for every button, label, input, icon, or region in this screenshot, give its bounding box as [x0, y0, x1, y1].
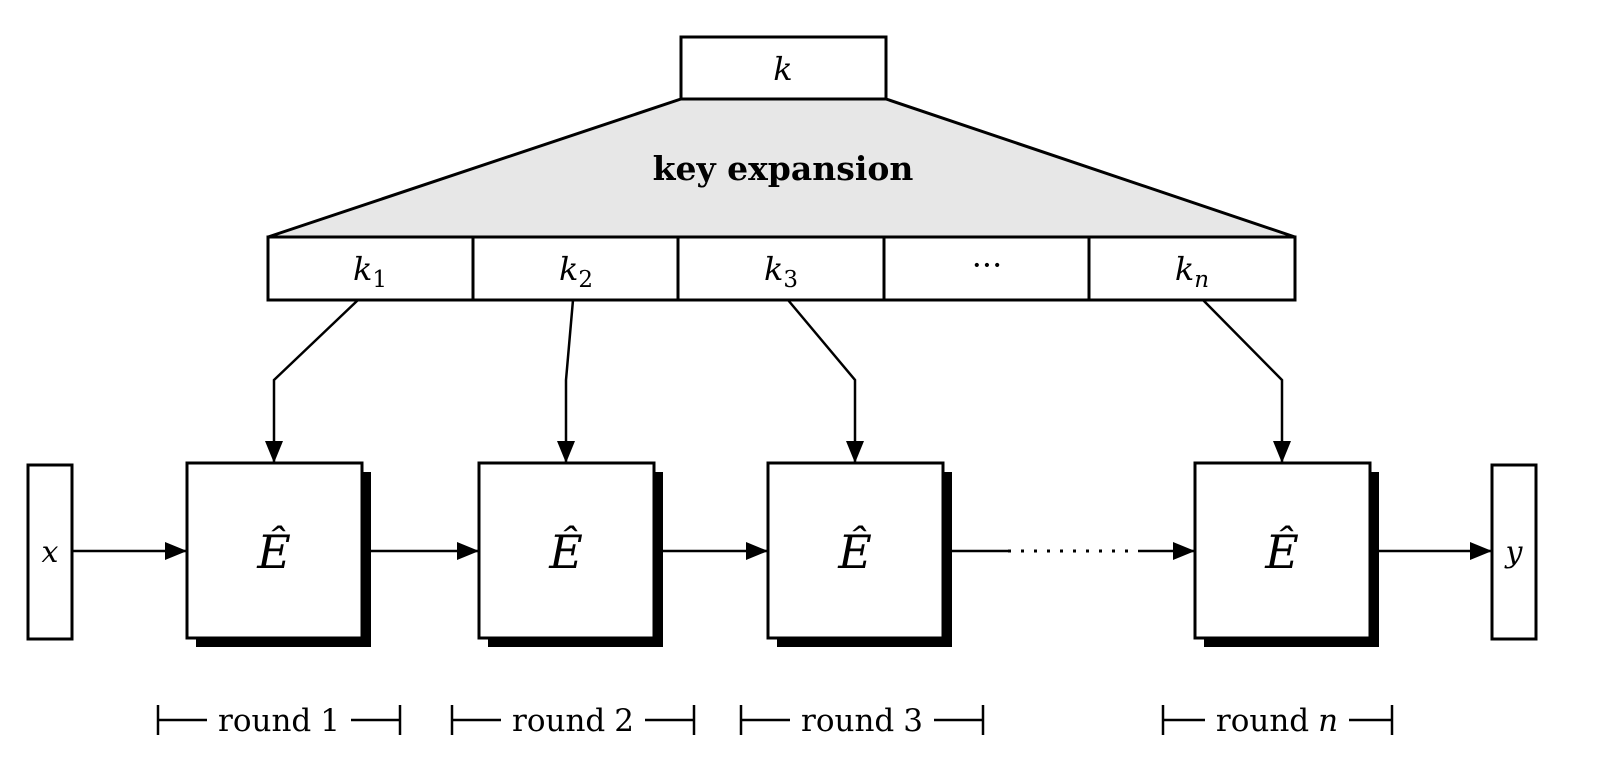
round-function-label-1: Ê: [256, 524, 291, 579]
master-key-label: k: [773, 50, 792, 88]
master-key-box: k: [679, 35, 888, 101]
output-box: y: [1490, 463, 1538, 641]
round-function-label-3: Ê: [837, 524, 872, 579]
bracket-label-bg-n: [1205, 701, 1349, 739]
key-arrow-1: [265, 299, 359, 463]
bracket-label-bg-1: [207, 701, 351, 739]
round-key-row-rect: [266, 235, 1297, 302]
bracket-label-bg-3: [790, 701, 934, 739]
round-function-rect-1: [185, 461, 364, 640]
output-rect: [1490, 463, 1538, 641]
key-arrow-n: [1202, 299, 1291, 463]
round-function-label-n: Ê: [1264, 524, 1299, 579]
round-function-box-3: Ê: [766, 461, 952, 647]
round-function-box-n: Ê: [1193, 461, 1379, 647]
input-box: x: [26, 463, 74, 641]
key-arrow-3: [787, 299, 864, 463]
round-function-box-2: Ê: [477, 461, 663, 647]
round-key-label-n: kn: [1175, 250, 1209, 293]
round-key-label-2: k2: [559, 250, 593, 293]
key-expansion-label: key expansion: [653, 149, 914, 188]
round-function-label-2: Ê: [548, 524, 583, 579]
key-arrow-2: [557, 299, 575, 463]
bracket-label-bg-2: [501, 701, 645, 739]
round-key-ellipsis: ···: [972, 246, 1003, 284]
input-label: x: [42, 535, 59, 570]
round-function-rect-3: [766, 461, 945, 640]
output-label: y: [1504, 535, 1524, 570]
round-key-row: k1 k2 k3 ··· kn: [266, 235, 1297, 302]
master-key-rect: [679, 35, 888, 101]
input-rect: [26, 463, 74, 641]
round-key-label-1: k1: [353, 250, 387, 293]
round-function-box-1: Ê: [185, 461, 371, 647]
round-key-label-3: k3: [764, 250, 798, 293]
